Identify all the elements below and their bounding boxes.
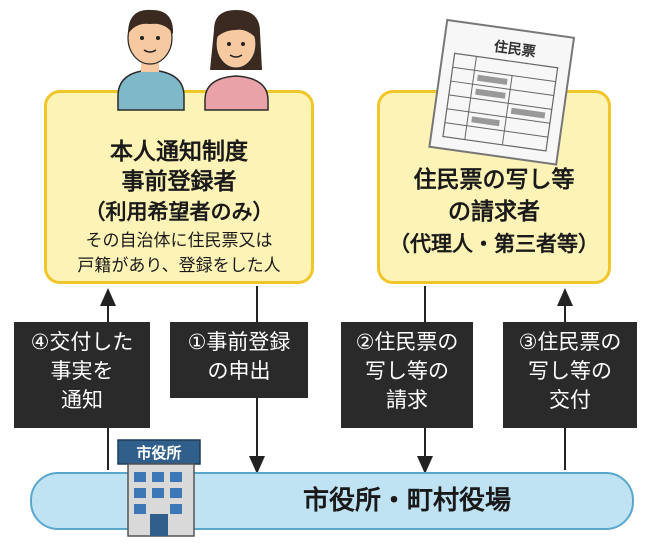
step-3-line-2: 写し等の: [528, 359, 612, 383]
step-4-line-2: 事実を: [50, 359, 114, 383]
city-hall-icon: 市役所: [117, 439, 201, 537]
step-1-line-2: の申出: [207, 359, 271, 383]
step-3-line-1: ③住民票の: [518, 330, 622, 354]
step-4-line-1: ④交付した: [30, 330, 134, 354]
requester-title-line-3: （代理人・第三者等）: [389, 232, 599, 256]
step-4-notify: ④交付した 事実を 通知: [14, 322, 150, 428]
registrant-title-line-1: 本人通知制度: [110, 139, 248, 165]
registrant-box: 本人通知制度 事前登録者 （利用希望者のみ） その自治体に住民票又は 戸籍があり…: [44, 90, 314, 284]
registrant-note-line-2: 戸籍があり、登録をした人: [77, 256, 281, 276]
step-3-issue: ③住民票の 写し等の 交付: [503, 322, 637, 428]
requester-title-line-1: 住民票の写し等: [413, 167, 575, 193]
registrant-title-line-3: （利用希望者のみ）: [84, 200, 274, 224]
man-icon: [117, 9, 185, 111]
registrant-title-line-2: 事前登録者: [121, 169, 237, 195]
woman-icon: [204, 10, 269, 111]
municipal-office-label: 市役所・町村役場: [302, 486, 511, 516]
step-1-pre-register: ①事前登録 の申出: [170, 322, 308, 398]
step-3-line-3: 交付: [549, 388, 591, 412]
step-2-line-1: ②住民票の: [355, 330, 459, 354]
registrant-note-line-1: その自治体に住民票又は: [85, 231, 273, 251]
resident-certificate-icon: 住民票: [428, 18, 576, 166]
step-2-line-2: 写し等の: [365, 359, 449, 383]
step-4-line-3: 通知: [61, 388, 103, 412]
city-hall-sign: 市役所: [136, 444, 181, 462]
document-title: 住民票: [493, 38, 537, 61]
step-2-line-3: 請求: [386, 388, 428, 412]
requester-box: 住民票の写し等 の請求者 （代理人・第三者等）: [377, 90, 611, 284]
step-2-request: ②住民票の 写し等の 請求: [341, 322, 473, 428]
step-1-line-1: ①事前登録: [187, 330, 291, 354]
requester-title-line-2: の請求者: [448, 199, 540, 225]
